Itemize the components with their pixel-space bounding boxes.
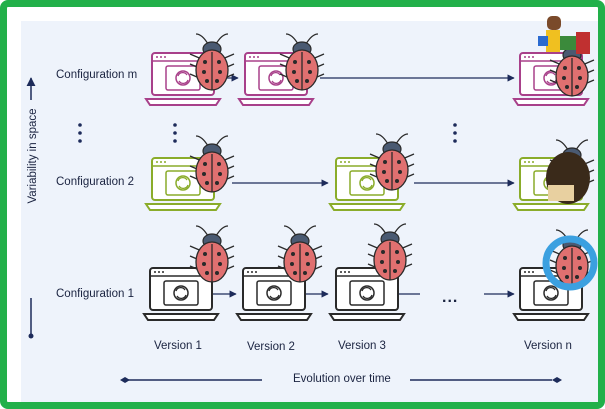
laptop-config-1-v2 (235, 267, 313, 321)
bug-config-1-v3 (367, 223, 413, 281)
bug-config-2-v1 (189, 135, 235, 193)
variability-axis (26, 77, 36, 339)
bug-config-1-v2 (277, 225, 323, 283)
developer-illustration (538, 16, 590, 54)
y-axis-label: Variability in space (27, 108, 39, 204)
version-3-label: Version 3 (338, 340, 386, 352)
config-m-label: Configuration m (56, 69, 138, 81)
bug-config-m-vn (549, 39, 595, 97)
version-2-label: Version 2 (247, 341, 295, 353)
bug-config-m-v2 (279, 33, 325, 91)
version-n-label: Version n (524, 340, 572, 352)
laptop-config-1-v1 (142, 267, 220, 321)
evolution-axis (120, 377, 562, 383)
version-1-label: Version 1 (154, 340, 202, 352)
config-1-label: Configuration 1 (56, 288, 134, 300)
bug-config-1-vn (549, 229, 595, 287)
bug-config-m-v1 (189, 33, 235, 91)
horizontal-ellipsis: ... (442, 289, 459, 306)
bug-config-2-v3 (369, 133, 415, 191)
developer-illustration-2 (546, 152, 590, 204)
fix-ring (542, 235, 598, 291)
vertical-ellipsis (78, 123, 457, 143)
config-2-label: Configuration 2 (56, 176, 134, 188)
bug-config-1-v1 (189, 225, 235, 283)
x-axis-label: Evolution over time (293, 373, 391, 385)
laptop-config-2-v1 (144, 157, 222, 211)
